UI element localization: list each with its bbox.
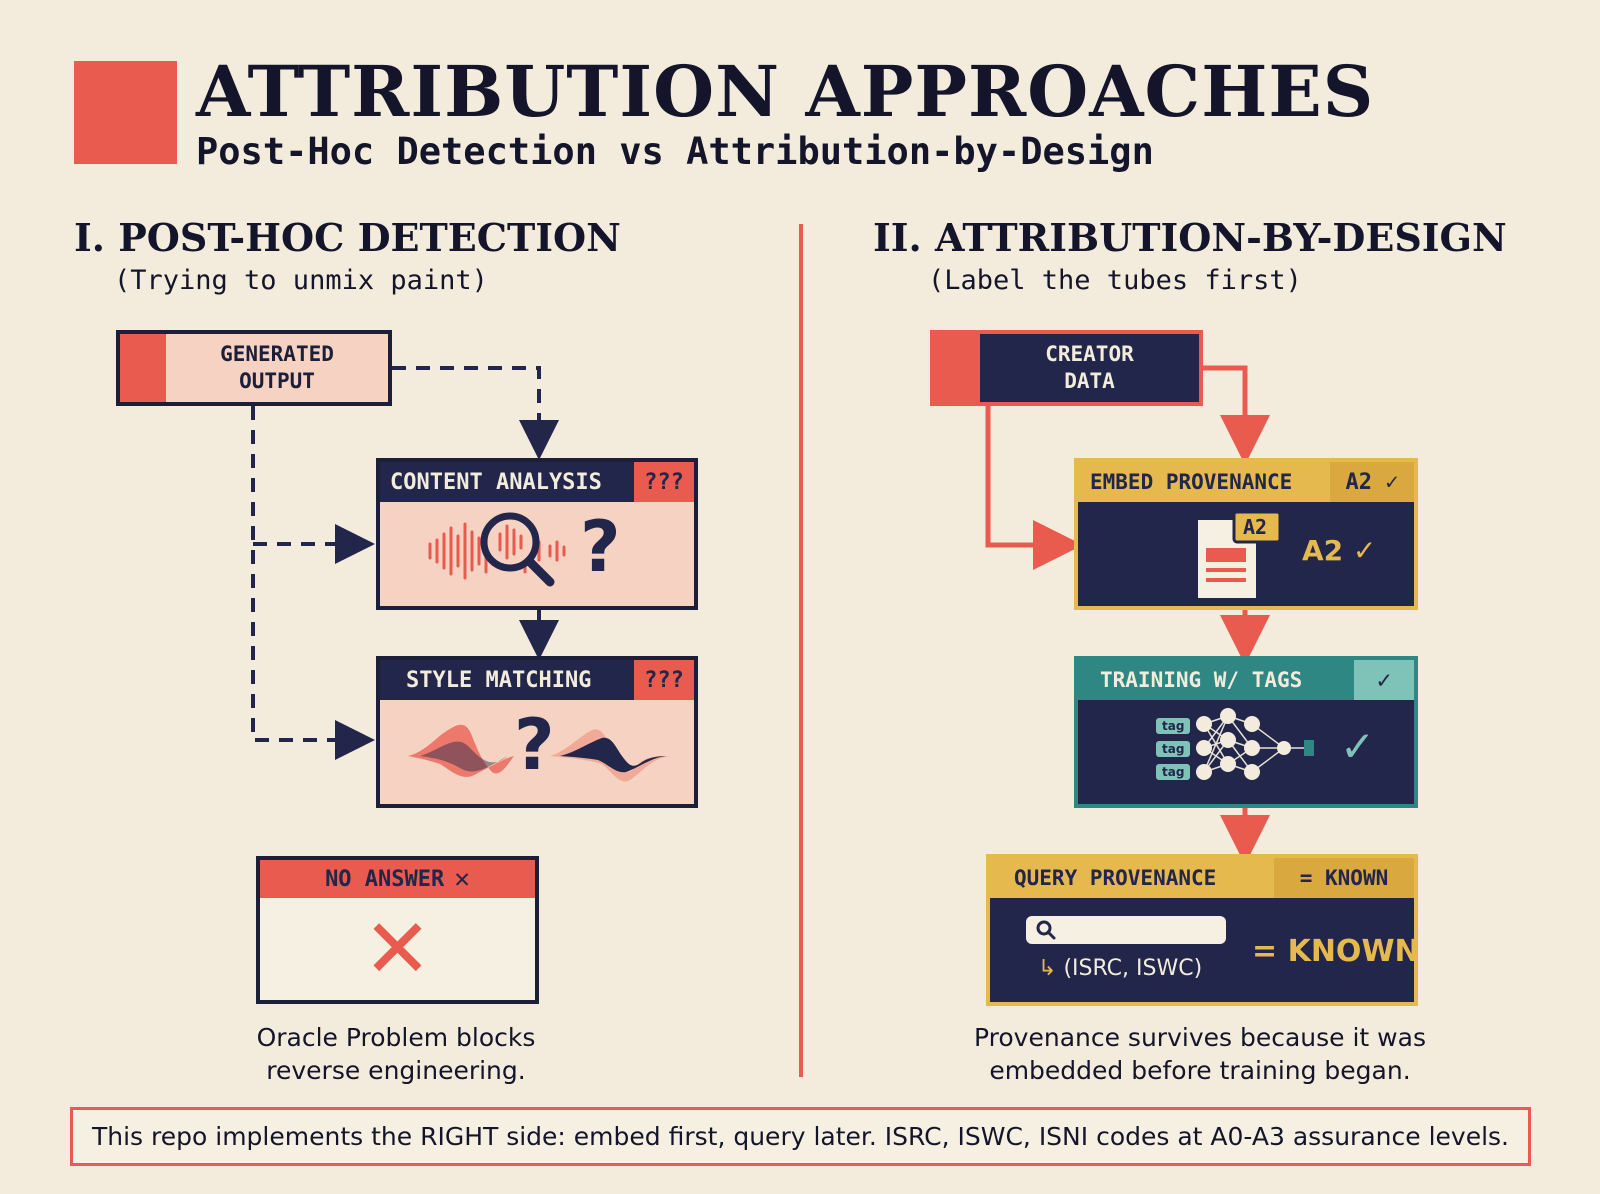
content-analysis-label: CONTENT ANALYSIS [390, 469, 602, 495]
tag-chip: tag [1156, 764, 1191, 780]
search-field[interactable] [1026, 916, 1226, 944]
query-provenance-badge: = KNOWN [1274, 858, 1414, 898]
left-dashed-connectors [251, 366, 559, 760]
doc-tag-label: A2 [1242, 515, 1268, 539]
right-caption: Provenance survives because it was embed… [974, 1023, 1426, 1085]
style-matching-label: STYLE MATCHING [406, 667, 592, 693]
neural-network-illustration [1196, 708, 1314, 780]
question-mark-icon: ? [514, 704, 555, 786]
section-divider [799, 224, 803, 1077]
tag-chip: tag [1156, 741, 1191, 757]
left-caption: Oracle Problem blocks reverse engineerin… [256, 1023, 536, 1085]
waveform-magnifier-illustration [428, 512, 566, 587]
identifier-codes: ↳ (ISRC, ISWC) [1038, 956, 1202, 981]
return-arrow-icon: ↳ [1038, 956, 1057, 981]
training-badge: ✓ [1354, 660, 1414, 700]
x-mark-icon: ✕ [454, 864, 470, 894]
no-answer-header: NO ANSWER ✕ [260, 860, 535, 898]
page-subtitle: Post-Hoc Detection vs Attribution-by-Des… [196, 130, 1154, 173]
document-illustration [1198, 510, 1282, 598]
content-analysis-badge: ??? [634, 462, 694, 502]
style-matching-card: STYLE MATCHING ??? ? [376, 656, 698, 808]
output-tag-icon [1304, 740, 1314, 756]
search-icon [1036, 920, 1056, 940]
right-red-connectors [985, 365, 1270, 865]
embed-provenance-label: EMBED PROVENANCE [1090, 470, 1293, 494]
query-provenance-label: QUERY PROVENANCE [1014, 866, 1217, 890]
creator-data-box: CREATOR DATA [930, 330, 1203, 406]
content-analysis-card: CONTENT ANALYSIS ??? [376, 458, 698, 610]
query-provenance-card: QUERY PROVENANCE = KNOWN ↳ (ISRC, ISWC) … [986, 854, 1420, 1006]
left-section-heading: I. POST-HOC DETECTION [74, 215, 621, 260]
checkmark-icon: ✓ [1340, 722, 1376, 771]
style-waveforms-illustration [408, 724, 670, 782]
generated-output-label: GENERATED OUTPUT [220, 342, 334, 393]
query-provenance-header: QUERY PROVENANCE = KNOWN [990, 858, 1414, 898]
footer-banner: This repo implements the RIGHT side: emb… [70, 1107, 1531, 1166]
style-matching-header: STYLE MATCHING ??? [380, 660, 694, 700]
title-accent-block [74, 61, 177, 164]
training-header: TRAINING W/ TAGS ✓ [1078, 660, 1414, 700]
training-label: TRAINING W/ TAGS [1100, 668, 1303, 692]
content-analysis-header: CONTENT ANALYSIS ??? [380, 462, 694, 502]
tag-list: tag tag tag [1156, 718, 1191, 780]
right-section-subheading: (Label the tubes first) [928, 265, 1302, 296]
large-x-icon: ✕ [363, 901, 432, 997]
embed-provenance-card: EMBED PROVENANCE A2 ✓ A2 A2 ✓ [1074, 458, 1418, 610]
generated-output-box: GENERATED OUTPUT [116, 330, 392, 406]
training-card: TRAINING W/ TAGS ✓ tag tag tag [1074, 656, 1418, 808]
doc-tag-icon [1232, 510, 1282, 544]
embed-status: A2 ✓ [1302, 534, 1377, 567]
left-section-subheading: (Trying to unmix paint) [114, 265, 488, 296]
creator-data-accent [934, 334, 980, 402]
tag-chip: tag [1156, 718, 1191, 734]
embed-provenance-badge: A2 ✓ [1330, 462, 1414, 502]
generated-output-accent [120, 334, 166, 402]
style-matching-badge: ??? [634, 660, 694, 700]
page-title: ATTRIBUTION APPROACHES [196, 50, 1375, 133]
magnifier-icon [480, 512, 555, 587]
query-status: = KNOWN [1252, 934, 1420, 969]
no-answer-label: NO ANSWER [325, 866, 445, 892]
no-answer-card: NO ANSWER ✕ ✕ [256, 856, 539, 1004]
embed-provenance-header: EMBED PROVENANCE A2 ✓ [1078, 462, 1414, 502]
identifier-codes-text: (ISRC, ISWC) [1063, 956, 1203, 981]
question-mark-icon: ? [580, 506, 621, 588]
creator-data-label: CREATOR DATA [1045, 342, 1134, 393]
left-waveform-icon [408, 724, 514, 777]
right-section-heading: II. ATTRIBUTION-BY-DESIGN [873, 215, 1507, 260]
